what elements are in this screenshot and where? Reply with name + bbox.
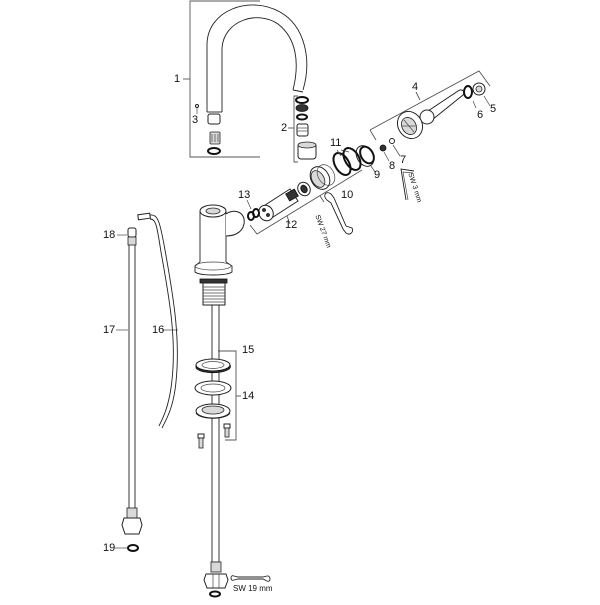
mounting-set (194, 350, 241, 441)
label-15: 15 (242, 344, 255, 356)
label-7: 7 (400, 154, 407, 166)
screw-3 (195, 104, 199, 112)
mounting-screws (197, 423, 231, 449)
label-4: 4 (412, 81, 419, 93)
connecting-hose-17 (121, 227, 143, 552)
label-8: 8 (389, 160, 396, 172)
leader-lines (115, 112, 198, 549)
label-13: 13 (238, 189, 251, 201)
faucet-body (194, 204, 245, 306)
label-6: 6 (477, 109, 484, 121)
lever-handle (396, 89, 465, 140)
label-18: 18 (103, 229, 116, 241)
aerator-set (288, 95, 317, 163)
end-cap-5 (472, 82, 491, 107)
spout (206, 4, 308, 155)
label-17: 17 (103, 324, 116, 336)
label-14: 14 (242, 390, 255, 402)
label-2: 2 (281, 122, 288, 134)
hex-key-sw3 (400, 168, 415, 201)
seals-13 (246, 199, 260, 221)
bracket-4 (369, 70, 491, 141)
tool-label-sw19: SW 19 mm (233, 584, 273, 593)
cartridge-12 (258, 181, 311, 222)
cover-sleeve-9 (355, 145, 376, 173)
wrench-sw27 (324, 192, 353, 235)
label-5: 5 (490, 103, 497, 115)
threaded-ring-10 (309, 164, 336, 190)
supply-tube (203, 305, 229, 598)
label-1: 1 (174, 73, 181, 85)
o-ring-6 (463, 85, 477, 109)
label-9: 9 (374, 169, 381, 181)
label-3: 3 (192, 114, 199, 126)
wrench-sw19 (230, 575, 271, 582)
o-rings-11 (332, 147, 362, 176)
washer-7 (389, 138, 401, 157)
flexible-hose-16 (137, 212, 178, 429)
bracket-1 (183, 0, 260, 158)
label-11: 11 (330, 137, 342, 149)
label-12: 12 (285, 219, 298, 231)
set-screw-8 (379, 144, 390, 162)
bracket-10-12 (249, 169, 363, 235)
label-19: 19 (103, 542, 116, 554)
label-10: 10 (341, 189, 354, 201)
label-16: 16 (152, 324, 165, 336)
